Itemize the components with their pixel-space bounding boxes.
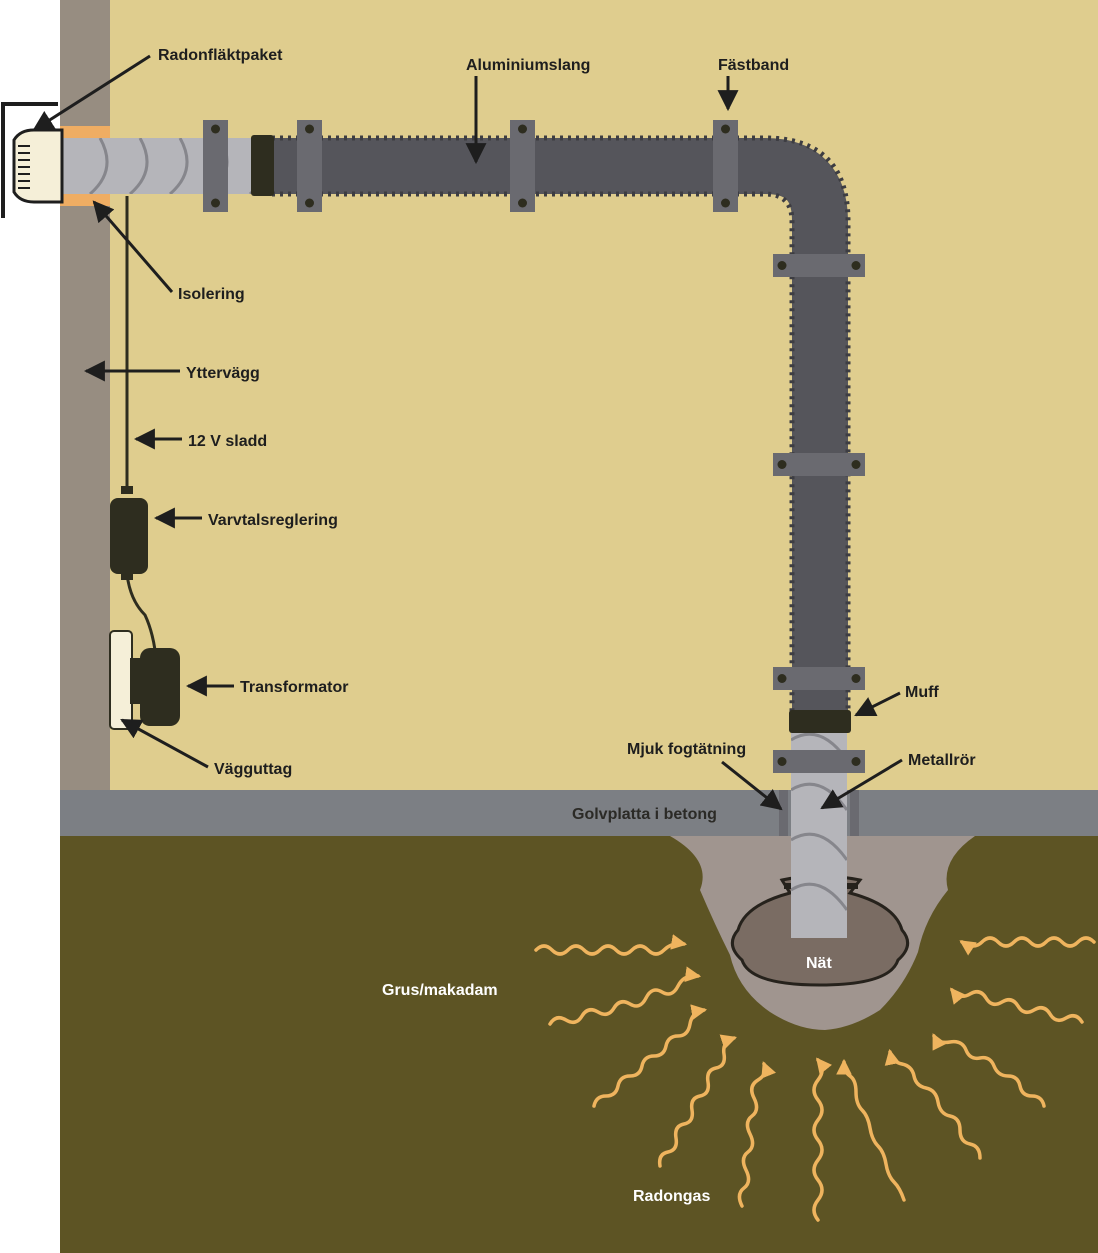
label-transformator: Transformator — [240, 679, 348, 696]
label-aluminiumslang: Aluminiumslang — [466, 57, 590, 74]
label-mjuk-fogtatning: Mjuk fogtätning — [627, 741, 746, 758]
power-cable — [125, 196, 157, 651]
label-fastband: Fästband — [718, 57, 789, 74]
duct-coupling — [251, 135, 274, 196]
flexible-hose — [272, 135, 851, 712]
clamp-1 — [203, 120, 228, 212]
clamp-8 — [773, 750, 865, 773]
radon-fan-package — [1, 102, 64, 218]
transformer — [130, 648, 180, 726]
speed-controller — [110, 486, 148, 580]
aluminium-duct — [62, 138, 258, 194]
wall-socket — [109, 630, 133, 730]
label-radonflaktpaket: Radonfläktpaket — [158, 47, 283, 64]
ground — [60, 836, 1098, 1253]
clamp-7 — [773, 667, 865, 690]
clamp-6 — [773, 453, 865, 476]
label-yttervagg: Yttervägg — [186, 365, 260, 382]
joint-seal-right — [850, 790, 859, 836]
label-nat: Nät — [806, 955, 832, 972]
clamp-2 — [297, 120, 322, 212]
label-isolering: Isolering — [178, 286, 245, 303]
label-varvtalsreglering: Varvtalsreglering — [208, 512, 338, 529]
label-radongas: Radongas — [633, 1188, 710, 1205]
outer-wall — [60, 0, 110, 790]
clamp-5 — [773, 254, 865, 277]
label-golvplatta: Golvplatta i betong — [572, 806, 717, 823]
clamp-4 — [713, 120, 738, 212]
outer-wall-exterior — [0, 0, 60, 1253]
label-muff: Muff — [905, 684, 939, 701]
clamp-3 — [510, 120, 535, 212]
label-grus: Grus/makadam — [382, 982, 498, 999]
radon-gas-arrows — [534, 934, 1096, 1222]
label-metallror: Metallrör — [908, 752, 976, 769]
label-sladd: 12 V sladd — [188, 433, 267, 450]
interior-wall — [0, 0, 1098, 790]
label-vagguttag: Vägguttag — [214, 761, 292, 778]
muff-coupling — [789, 710, 851, 733]
insulation-top — [60, 126, 110, 138]
floor-slab — [60, 790, 1098, 836]
leader-arrows — [32, 54, 903, 811]
insulation-bottom — [60, 194, 110, 206]
joint-seal-left — [779, 790, 788, 836]
